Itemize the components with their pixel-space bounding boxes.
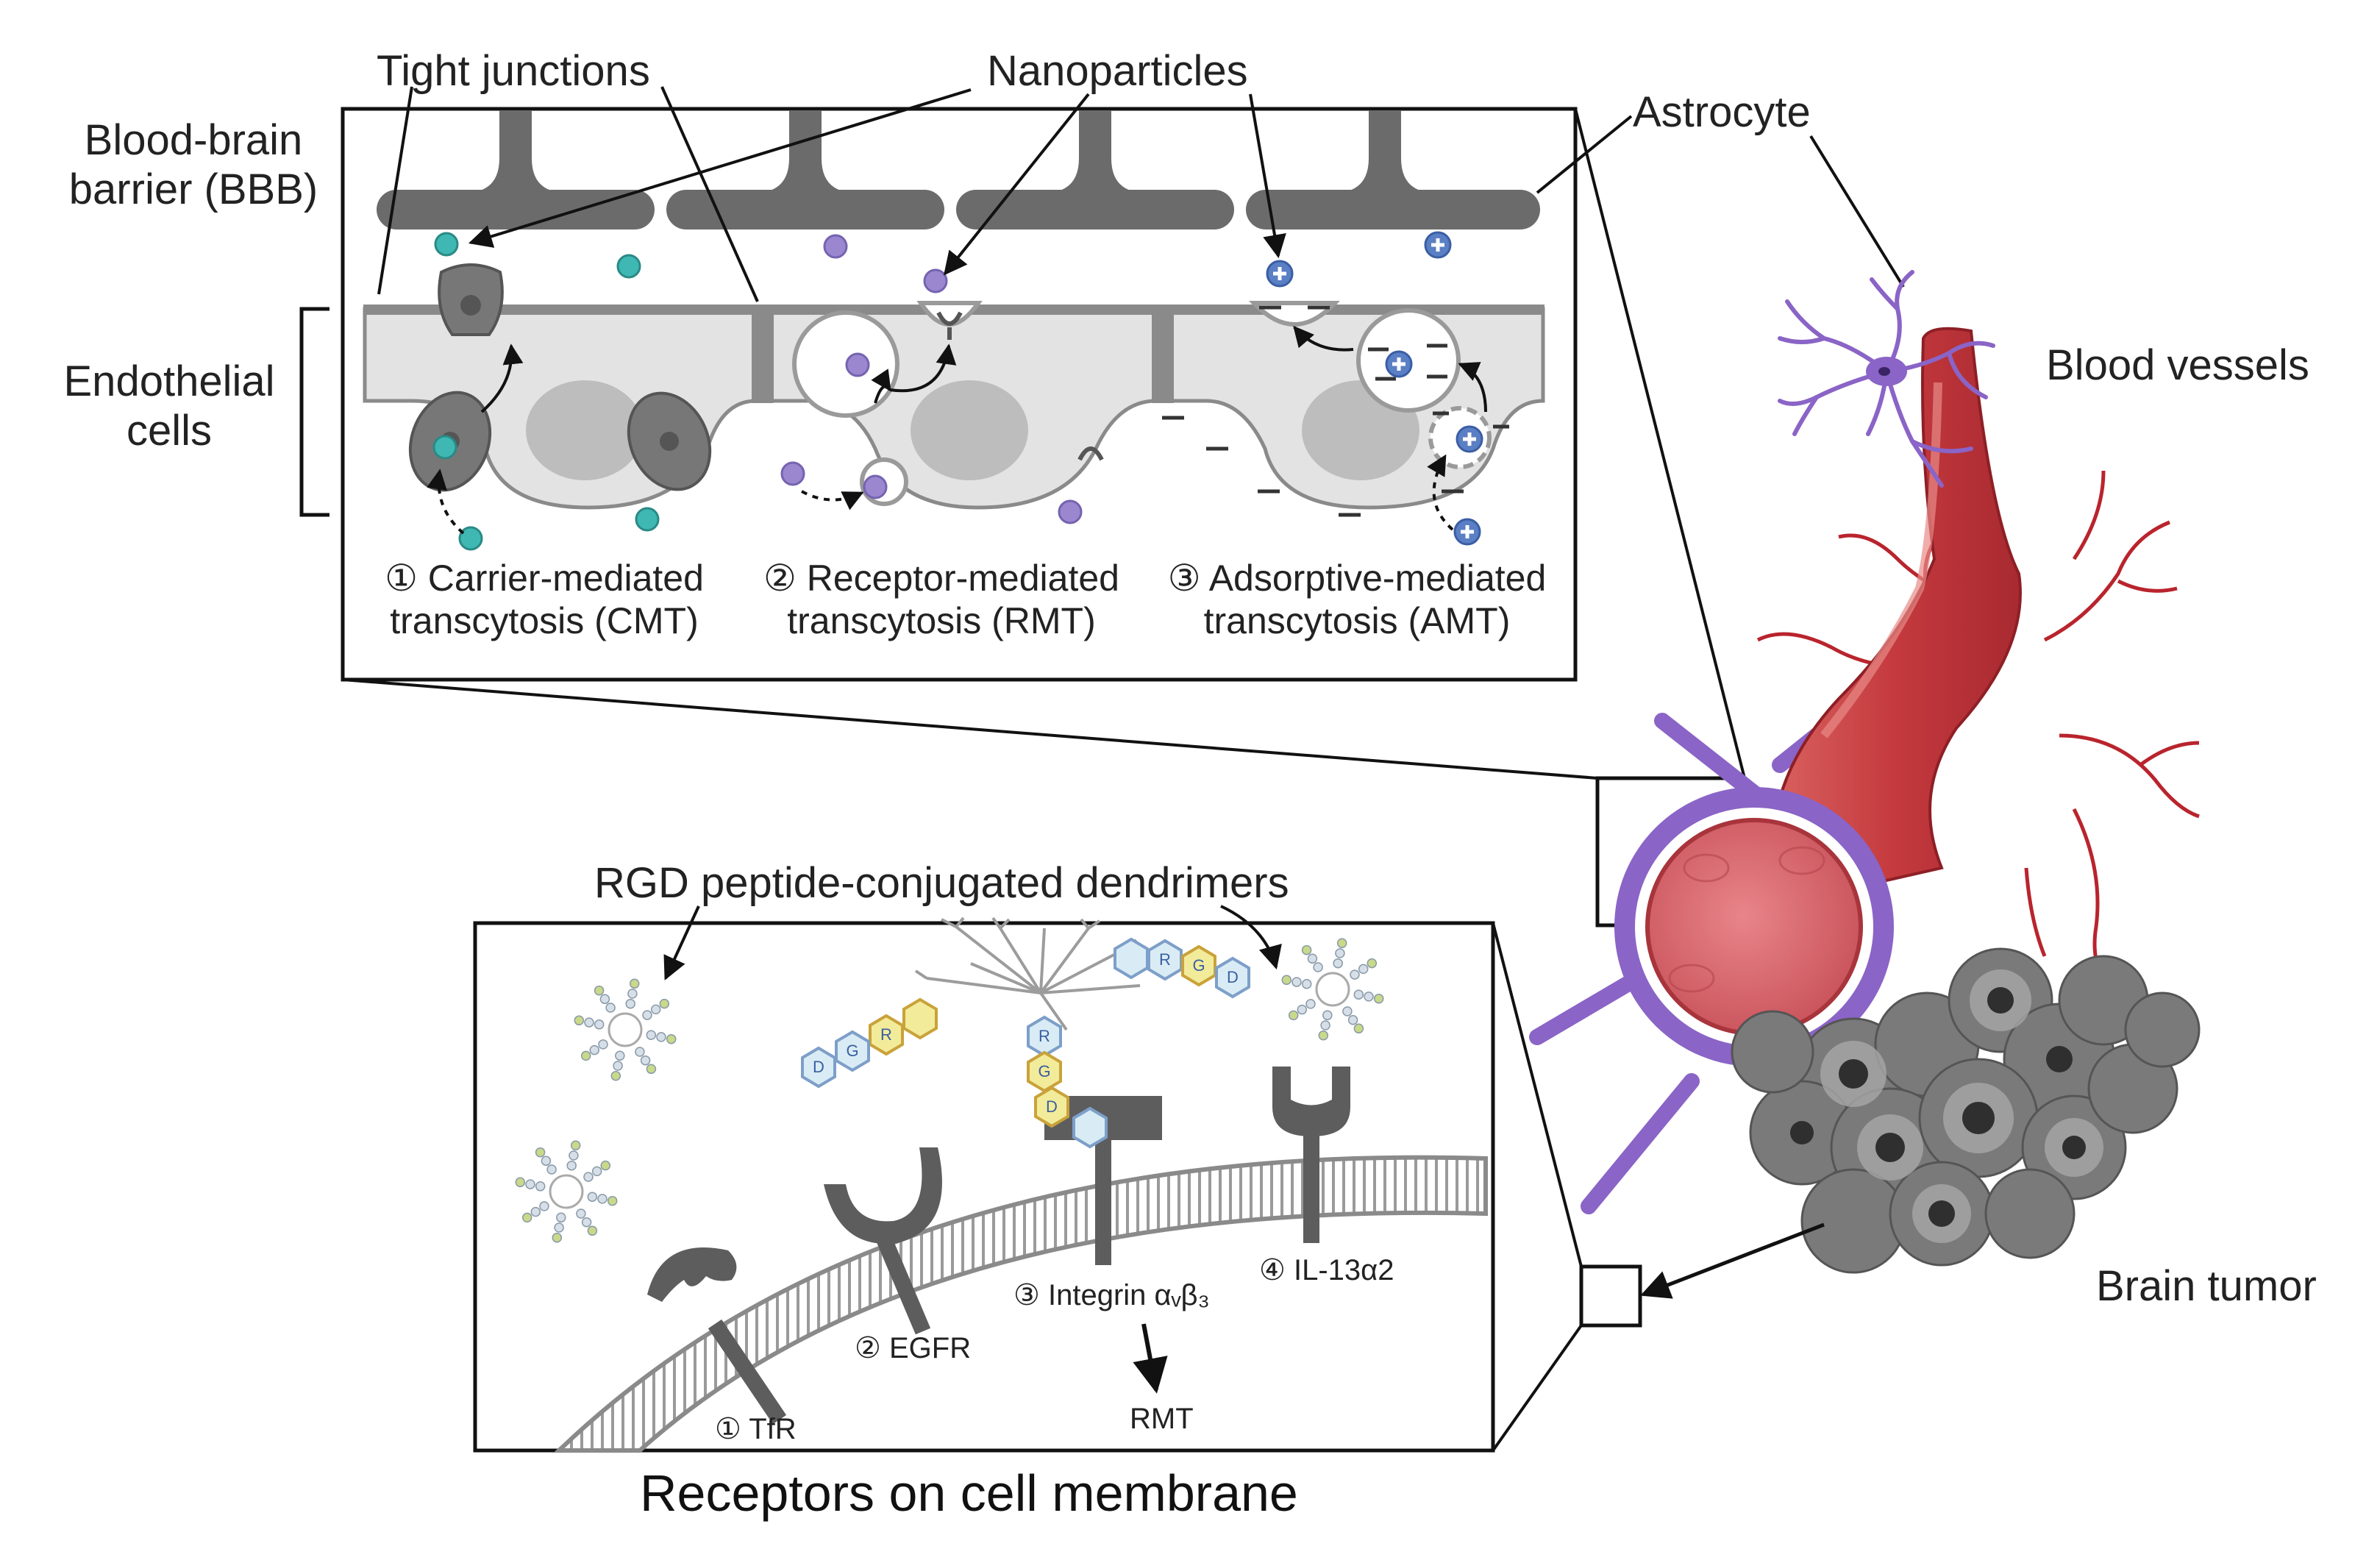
integrin-rmt-arrow xyxy=(1133,1323,1168,1394)
vessel-lumen xyxy=(1645,818,1863,1036)
mechanism-rmt-line1: ② Receptor-mediated xyxy=(763,558,1119,599)
small-dendrimers xyxy=(515,938,1384,1243)
peptide-letter: R xyxy=(1038,1027,1050,1045)
negative-charges xyxy=(1162,305,1509,517)
peptide-chain-left xyxy=(801,997,938,1089)
label-blood-vessels: Blood vessels xyxy=(2046,341,2309,389)
receptor-egfr xyxy=(824,1147,942,1335)
label-il13: ④ IL-13α2 xyxy=(1259,1254,1394,1286)
mechanism-cmt-line1: ① Carrier-mediated xyxy=(385,558,704,599)
mechanism-amt-line2: transcytosis (AMT) xyxy=(1203,599,1511,641)
small-dendrimer xyxy=(574,978,677,1081)
peptide-letter: G xyxy=(1038,1062,1050,1080)
receptors-title: Receptors on cell membrane xyxy=(640,1464,1298,1522)
vessel-highlight xyxy=(1820,382,1942,738)
label-tfr: ① TfR xyxy=(715,1413,797,1445)
label-endothelial-line1: Endothelial xyxy=(63,357,275,405)
mechanism-cmt: ① Carrier-mediated transcytosis (CMT) xyxy=(360,558,728,642)
label-bbb-line2: barrier (BBB) xyxy=(68,165,318,213)
peptide-chain-right xyxy=(1114,937,1250,999)
small-dendrimer xyxy=(1281,938,1384,1041)
mechanism-rmt: ② Receptor-mediated transcytosis (RMT) xyxy=(743,558,1140,642)
peptide-letter: D xyxy=(1046,1097,1058,1116)
peptide-letter: D xyxy=(813,1058,824,1076)
zoom-line-b xyxy=(1492,1324,1583,1452)
peptide-chain-middle xyxy=(1027,1015,1108,1149)
label-bbb-line1: Blood-brain xyxy=(84,116,303,164)
dendrimer-tree xyxy=(914,916,1141,1031)
label-rgd-dendrimers: RGD peptide-conjugated dendrimers xyxy=(594,859,1289,907)
label-nanoparticles: Nanoparticles xyxy=(987,47,1248,95)
label-brain-tumor: Brain tumor xyxy=(2096,1262,2317,1310)
lumen-cells xyxy=(1668,846,1825,993)
small-dendrimer xyxy=(515,1140,618,1243)
label-endothelial-line2: cells xyxy=(126,406,213,455)
label-endothelial: Endothelial cells xyxy=(44,357,294,455)
mechanism-amt: ③ Adsorptive-mediated transcytosis (AMT) xyxy=(1147,558,1567,642)
cationic-nanoparticles xyxy=(1266,231,1483,546)
label-integrin: ③ Integrin αᵥβ₃ xyxy=(1013,1279,1210,1311)
receptor-il13 xyxy=(1272,1067,1350,1243)
top-leader-lines xyxy=(377,86,1905,302)
tumor-zoom-arrow xyxy=(1640,1222,1825,1299)
endothelial-bracket xyxy=(299,307,329,517)
mechanism-cmt-line2: transcytosis (CMT) xyxy=(390,599,699,641)
label-egfr: ② EGFR xyxy=(855,1332,972,1364)
brain-tumor xyxy=(1731,947,2201,1274)
peptide-letters: R G D R G D R G D xyxy=(813,950,1239,1116)
rmt-receptor-shapes xyxy=(936,311,1104,461)
label-rmt-outcome: RMT xyxy=(1130,1403,1194,1435)
purple-nanoparticles xyxy=(780,234,1083,524)
mechanism-rmt-line2: transcytosis (RMT) xyxy=(787,599,1096,641)
cyan-nanoparticles xyxy=(432,232,660,551)
label-astrocyte: Astrocyte xyxy=(1633,88,1811,136)
peptide-letter: G xyxy=(1192,956,1205,975)
peptide-letter: G xyxy=(846,1042,858,1060)
label-tight-junctions: Tight junctions xyxy=(377,47,650,95)
peptide-letter: R xyxy=(1159,950,1171,969)
peptide-letter: D xyxy=(1227,968,1239,986)
peptide-letter: R xyxy=(880,1025,892,1044)
astrocyte-endfeet xyxy=(377,110,1540,229)
rgd-leader-arrows xyxy=(663,905,1282,980)
transport-arrows xyxy=(427,325,1487,535)
zoom-line-a xyxy=(1492,922,1583,1267)
mechanism-amt-line1: ③ Adsorptive-mediated xyxy=(1167,558,1547,599)
tumor-zoom-box xyxy=(1579,1264,1642,1328)
cell-membrane xyxy=(553,1155,1488,1453)
astrocyte-cell xyxy=(1778,270,1995,488)
blood-vessel xyxy=(1771,327,2022,907)
label-bbb: Blood-brain barrier (BBB) xyxy=(57,116,329,214)
receptor-tfr xyxy=(647,1247,787,1425)
